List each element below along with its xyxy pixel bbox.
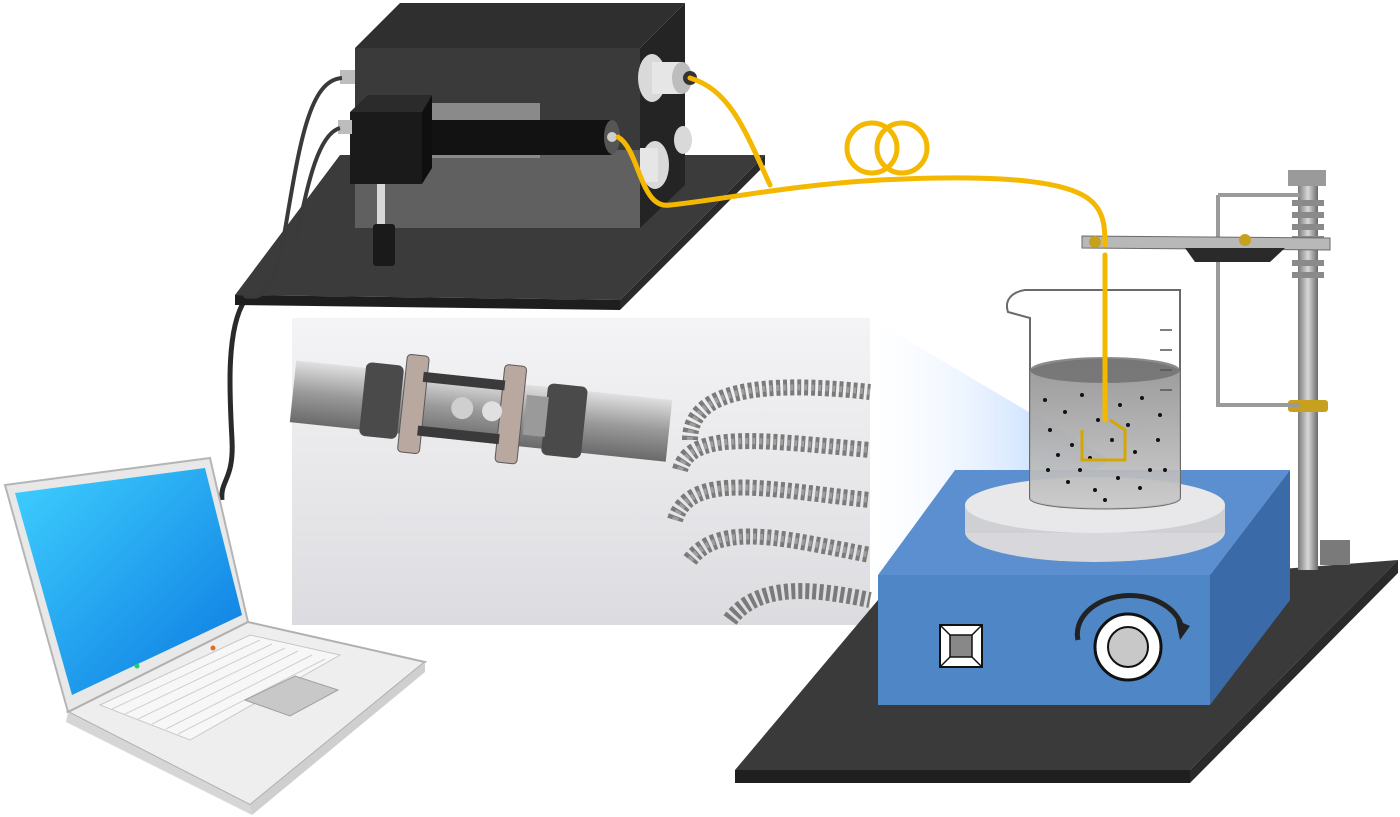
laptop-keyboard: [98, 634, 342, 741]
stirrer-side: [1210, 470, 1290, 705]
laptop-icon: [3, 456, 428, 815]
fiber-connector-icon: [638, 54, 697, 102]
laptop-screen: [15, 468, 242, 695]
fiber-cable-icon: [615, 75, 1108, 423]
spectrometer: [235, 3, 765, 310]
speed-knob-icon: [1074, 593, 1190, 682]
fiber-probe-inset: [289, 318, 872, 626]
laptop-trackpad: [243, 675, 340, 717]
detector-block: [350, 112, 422, 184]
clamp-stand-icon: [1081, 170, 1350, 570]
light-source-tube: [415, 120, 615, 155]
power-switch-icon: [939, 624, 983, 668]
magnetic-stirrer: [735, 170, 1398, 783]
usb-cable: [219, 298, 248, 501]
spectrometer-box-top: [355, 3, 685, 48]
beaker-icon: [1006, 289, 1181, 510]
particles: [1043, 393, 1167, 502]
